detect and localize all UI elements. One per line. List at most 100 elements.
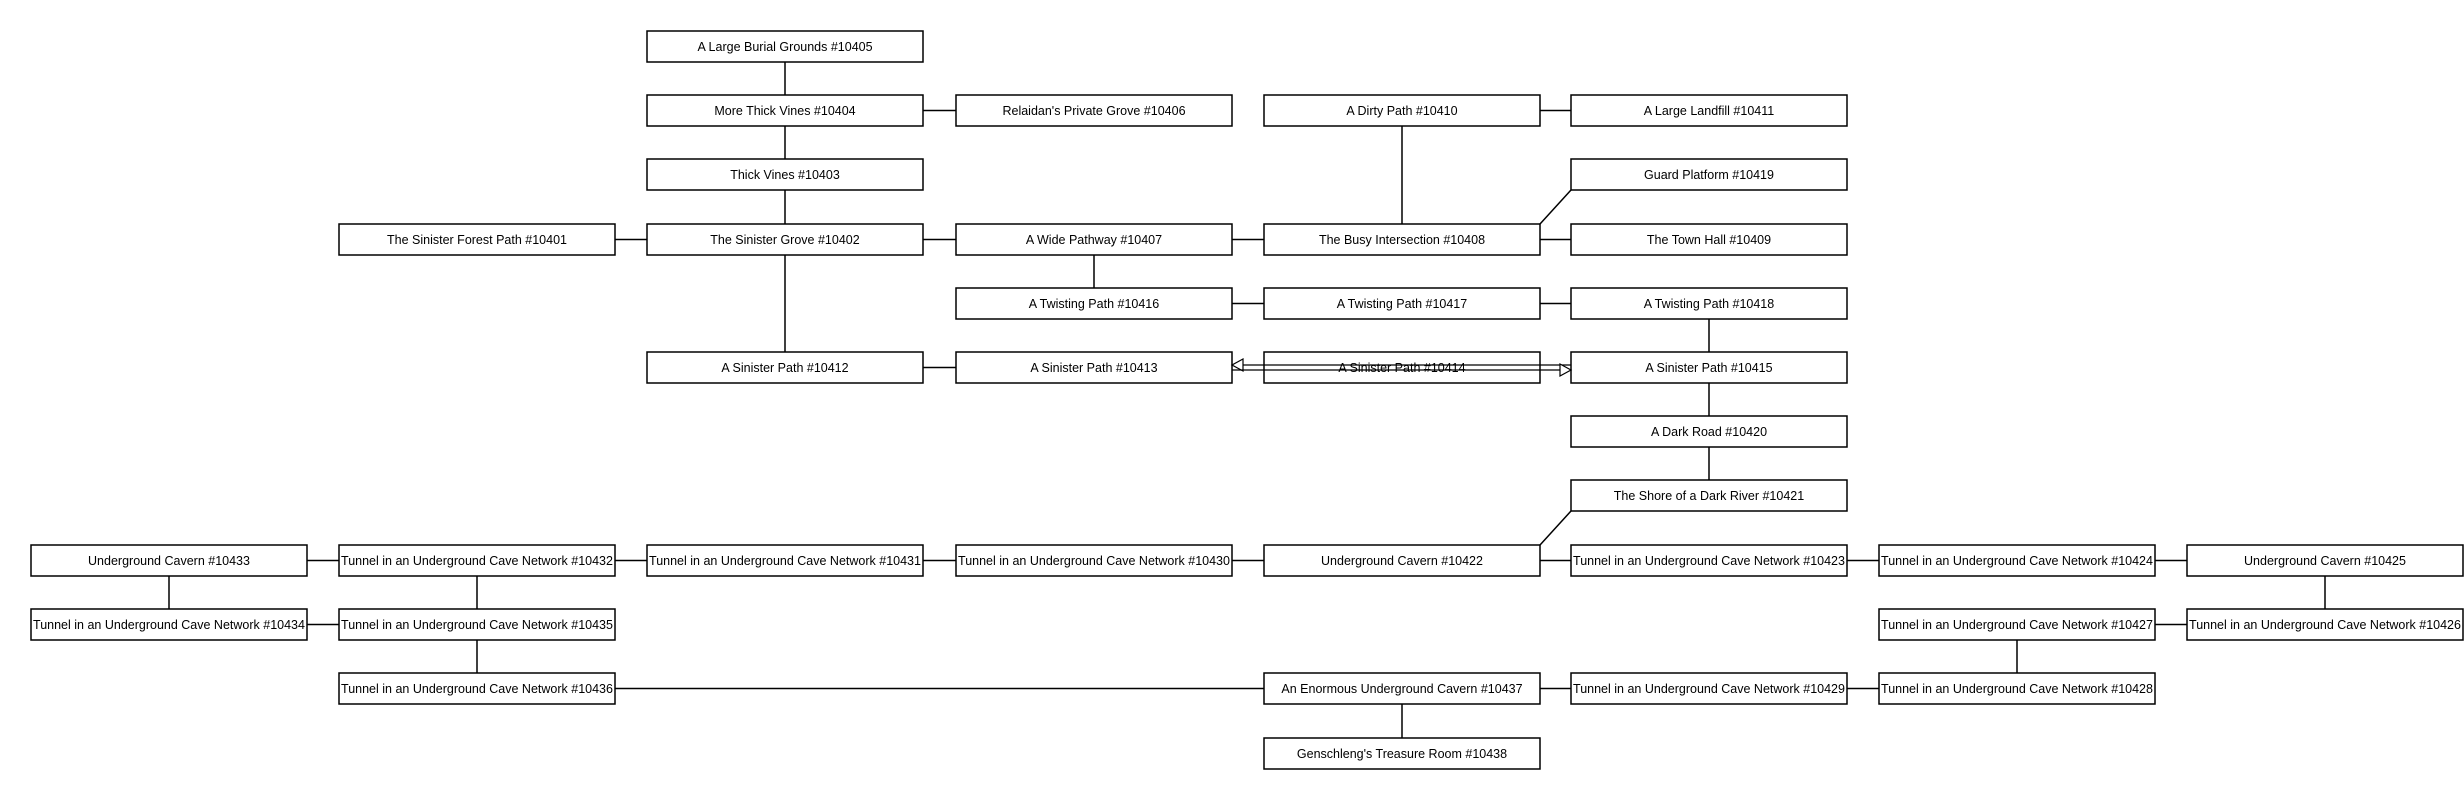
room-label: A Sinister Path #10415 — [1645, 361, 1772, 375]
room-box — [1570, 415, 1848, 448]
room-10419[interactable]: Guard Platform #10419 — [1570, 158, 1848, 191]
room-box — [1878, 544, 2156, 577]
room-10406[interactable]: Relaidan's Private Grove #10406 — [955, 94, 1233, 127]
room-box — [1570, 158, 1848, 191]
room-label: Underground Cavern #10425 — [2244, 554, 2406, 568]
connection-10408-10419 — [1539, 189, 1572, 225]
room-10403[interactable]: Thick Vines #10403 — [646, 158, 924, 191]
room-10430[interactable]: Tunnel in an Underground Cave Network #1… — [955, 544, 1233, 577]
room-label: The Sinister Grove #10402 — [710, 233, 859, 247]
room-box — [1263, 351, 1541, 384]
room-10411[interactable]: A Large Landfill #10411 — [1570, 94, 1848, 127]
room-box — [30, 544, 308, 577]
room-box — [1263, 544, 1541, 577]
room-box — [646, 544, 924, 577]
room-box — [338, 544, 616, 577]
room-label: More Thick Vines #10404 — [714, 104, 855, 118]
room-box — [646, 30, 924, 63]
room-box — [1570, 479, 1848, 512]
room-10432[interactable]: Tunnel in an Underground Cave Network #1… — [338, 544, 616, 577]
room-box — [338, 672, 616, 705]
room-connections — [168, 62, 2326, 738]
room-label: Tunnel in an Underground Cave Network #1… — [1573, 682, 1845, 696]
room-box — [955, 544, 1233, 577]
room-label: Relaidan's Private Grove #10406 — [1002, 104, 1185, 118]
room-10429[interactable]: Tunnel in an Underground Cave Network #1… — [1570, 672, 1848, 705]
room-label: Tunnel in an Underground Cave Network #1… — [958, 554, 1230, 568]
room-box — [1263, 287, 1541, 320]
room-10425[interactable]: Underground Cavern #10425 — [2186, 544, 2464, 577]
room-10412[interactable]: A Sinister Path #10412 — [646, 351, 924, 384]
room-10424[interactable]: Tunnel in an Underground Cave Network #1… — [1878, 544, 2156, 577]
room-box — [2186, 544, 2464, 577]
room-10401[interactable]: The Sinister Forest Path #10401 — [338, 223, 616, 256]
room-10434[interactable]: Tunnel in an Underground Cave Network #1… — [30, 608, 308, 641]
room-label: Tunnel in an Underground Cave Network #1… — [341, 618, 613, 632]
room-10423[interactable]: Tunnel in an Underground Cave Network #1… — [1570, 544, 1848, 577]
room-10402[interactable]: The Sinister Grove #10402 — [646, 223, 924, 256]
room-10421[interactable]: The Shore of a Dark River #10421 — [1570, 479, 1848, 512]
room-label: Tunnel in an Underground Cave Network #1… — [1573, 554, 1845, 568]
room-10436[interactable]: Tunnel in an Underground Cave Network #1… — [338, 672, 616, 705]
room-label: Tunnel in an Underground Cave Network #1… — [1881, 618, 2153, 632]
room-box — [646, 223, 924, 256]
room-box — [1570, 544, 1848, 577]
room-10409[interactable]: The Town Hall #10409 — [1570, 223, 1848, 256]
room-10407[interactable]: A Wide Pathway #10407 — [955, 223, 1233, 256]
room-label: A Sinister Path #10413 — [1030, 361, 1157, 375]
room-box — [1570, 94, 1848, 127]
room-label: A Large Burial Grounds #10405 — [697, 40, 872, 54]
room-10433[interactable]: Underground Cavern #10433 — [30, 544, 308, 577]
room-label: The Sinister Forest Path #10401 — [387, 233, 567, 247]
room-box — [1878, 608, 2156, 641]
room-10415[interactable]: A Sinister Path #10415 — [1570, 351, 1848, 384]
room-label: Underground Cavern #10433 — [88, 554, 250, 568]
room-10427[interactable]: Tunnel in an Underground Cave Network #1… — [1878, 608, 2156, 641]
connection-10421-10422 — [1539, 510, 1572, 546]
room-10431[interactable]: Tunnel in an Underground Cave Network #1… — [646, 544, 924, 577]
room-box — [1878, 672, 2156, 705]
room-label: A Sinister Path #10412 — [721, 361, 848, 375]
room-10426[interactable]: Tunnel in an Underground Cave Network #1… — [2186, 608, 2464, 641]
room-10404[interactable]: More Thick Vines #10404 — [646, 94, 924, 127]
room-box — [955, 223, 1233, 256]
room-label: The Town Hall #10409 — [1647, 233, 1771, 247]
room-10437[interactable]: An Enormous Underground Cavern #10437 — [1263, 672, 1541, 705]
room-label: A Large Landfill #10411 — [1644, 104, 1774, 118]
room-label: Thick Vines #10403 — [730, 168, 840, 182]
room-label: A Twisting Path #10416 — [1029, 297, 1159, 311]
room-box — [646, 158, 924, 191]
room-10416[interactable]: A Twisting Path #10416 — [955, 287, 1233, 320]
room-box — [338, 608, 616, 641]
room-10417[interactable]: A Twisting Path #10417 — [1263, 287, 1541, 320]
room-10414[interactable]: A Sinister Path #10414 — [1263, 351, 1541, 384]
room-label: A Wide Pathway #10407 — [1026, 233, 1162, 247]
room-box — [30, 608, 308, 641]
one-way-connections — [1232, 365, 1571, 370]
room-10410[interactable]: A Dirty Path #10410 — [1263, 94, 1541, 127]
room-10435[interactable]: Tunnel in an Underground Cave Network #1… — [338, 608, 616, 641]
room-box — [1263, 223, 1541, 256]
room-10422[interactable]: Underground Cavern #10422 — [1263, 544, 1541, 577]
room-label: The Busy Intersection #10408 — [1319, 233, 1485, 247]
room-10420[interactable]: A Dark Road #10420 — [1570, 415, 1848, 448]
room-10418[interactable]: A Twisting Path #10418 — [1570, 287, 1848, 320]
room-10413[interactable]: A Sinister Path #10413 — [955, 351, 1233, 384]
room-label: The Shore of a Dark River #10421 — [1614, 489, 1804, 503]
room-10408[interactable]: The Busy Intersection #10408 — [1263, 223, 1541, 256]
room-box — [1570, 287, 1848, 320]
room-label: Tunnel in an Underground Cave Network #1… — [2189, 618, 2461, 632]
room-10405[interactable]: A Large Burial Grounds #10405 — [646, 30, 924, 63]
room-10438[interactable]: Genschleng's Treasure Room #10438 — [1263, 737, 1541, 770]
room-box — [1570, 223, 1848, 256]
room-label: A Dirty Path #10410 — [1346, 104, 1457, 118]
room-label: A Dark Road #10420 — [1651, 425, 1767, 439]
room-label: A Sinister Path #10414 — [1338, 361, 1465, 375]
room-label: An Enormous Underground Cavern #10437 — [1281, 682, 1522, 696]
room-label: Tunnel in an Underground Cave Network #1… — [649, 554, 921, 568]
room-10428[interactable]: Tunnel in an Underground Cave Network #1… — [1878, 672, 2156, 705]
room-label: Underground Cavern #10422 — [1321, 554, 1483, 568]
room-label: Tunnel in an Underground Cave Network #1… — [33, 618, 305, 632]
